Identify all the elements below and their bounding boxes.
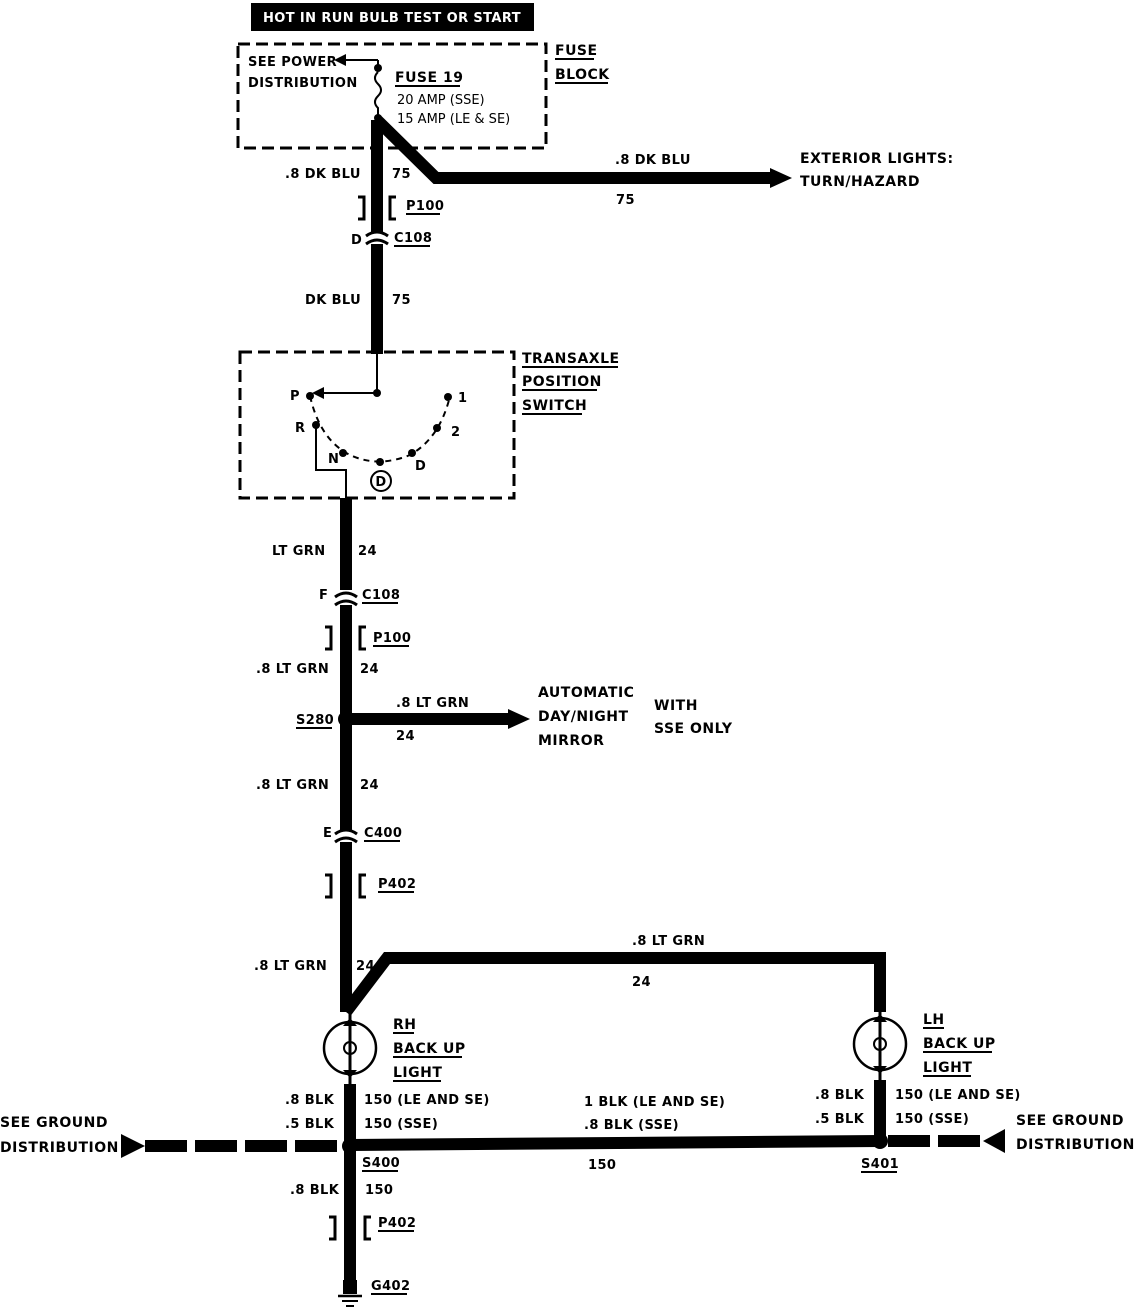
switch-label-3: SWITCH (522, 398, 587, 414)
fuse-icon (374, 71, 382, 120)
exterior-circuit-label: 75 (616, 193, 635, 208)
rh-label-3: LIGHT (393, 1065, 442, 1081)
c108-pin-d: D (351, 233, 362, 248)
fuse-block-label-2: BLOCK (555, 67, 610, 83)
fuse-rating-sse: 20 AMP (SSE) (397, 93, 485, 108)
switch-pos-d-circle: D (375, 475, 386, 490)
with-label-1: WITH (654, 698, 698, 714)
lh-backup-light (852, 1010, 908, 1080)
mid-wire2-label: .8 LT GRN (256, 662, 329, 677)
mirror-label-2: DAY/NIGHT (538, 709, 629, 725)
exterior-dest-2: TURN/HAZARD (800, 174, 920, 190)
mid-wire3-label: .8 LT GRN (256, 778, 329, 793)
fuse-name: FUSE 19 (395, 70, 463, 86)
lh-label-3: LIGHT (923, 1060, 972, 1076)
c400-pin-e: E (323, 826, 332, 841)
lh-label-2: BACK UP (923, 1036, 996, 1052)
wire-150-ground-bus (349, 1135, 881, 1151)
switch-d-circle (370, 470, 392, 492)
s400-label: S400 (362, 1156, 400, 1171)
see-power-2: DISTRIBUTION (248, 76, 358, 91)
top-wire1-label: .8 DK BLU (285, 167, 361, 182)
ground-right-1: SEE GROUND (1016, 1113, 1124, 1129)
lh-circ-sse: 150 (SSE) (895, 1112, 969, 1127)
lh-branch-wire-label: .8 LT GRN (632, 934, 705, 949)
mid-circuit2-label: 24 (360, 662, 379, 677)
mirror-label-3: MIRROR (538, 733, 604, 749)
c108-top-label: C108 (394, 231, 432, 246)
arrow-right-icon (508, 709, 530, 729)
g402-label: G402 (371, 1279, 410, 1294)
rh-label-1: RH (393, 1017, 417, 1033)
switch-pos-d: D (415, 459, 426, 474)
c108-pin-f: F (319, 588, 328, 603)
ground-left-1: SEE GROUND (0, 1115, 108, 1131)
p100-top-label: P100 (406, 199, 444, 214)
fuse-block-label-1: FUSE (555, 43, 598, 59)
switch-pos-2: 2 (451, 425, 460, 440)
ground-bottom-wire: .8 BLK (290, 1183, 340, 1198)
banner-box (251, 3, 534, 31)
mirror-wire-label: .8 LT GRN (396, 696, 469, 711)
mirror-label-1: AUTOMATIC (538, 685, 634, 701)
ground-mid-wire1: 1 BLK (LE AND SE) (584, 1095, 725, 1110)
ground-right-arrow-icon (983, 1129, 1005, 1153)
switch-contact-arrow-icon (312, 387, 324, 399)
mid-circuit4-label: 24 (356, 959, 375, 974)
rh-wire-le: .8 BLK (285, 1093, 335, 1108)
exterior-dest-1: EXTERIOR LIGHTS: (800, 151, 954, 167)
switch-pos-r: R (295, 421, 305, 436)
switch-label-2: POSITION (522, 374, 602, 390)
mid-circuit1-label: 24 (358, 544, 377, 559)
lh-wire-le: .8 BLK (815, 1088, 865, 1103)
switch-pos-1: 1 (458, 391, 467, 406)
rh-label-2: BACK UP (393, 1041, 466, 1057)
s280-label: S280 (296, 713, 334, 728)
transaxle-switch-box (238, 350, 516, 500)
switch-pos-p: P (290, 389, 300, 404)
wire-75-exterior (372, 115, 775, 184)
mid-wire4-label: .8 LT GRN (254, 959, 327, 974)
ground-right-2: DISTRIBUTION (1016, 1137, 1135, 1153)
rh-backup-light (322, 1012, 378, 1084)
ground-symbol-icon (338, 1280, 362, 1307)
ground-bottom-circuit: 150 (365, 1183, 393, 1198)
ground-left-arrow-icon (121, 1134, 145, 1158)
rh-circ-sse: 150 (SSE) (364, 1117, 438, 1132)
top-wire2-label: DK BLU (305, 293, 361, 308)
see-power-1: SEE POWER (248, 55, 337, 70)
top-circuit2-label: 75 (392, 293, 411, 308)
banner-text: HOT IN RUN BULB TEST OR START (263, 11, 521, 26)
mid-wire1-label: LT GRN (272, 544, 326, 559)
p402-top-label: P402 (378, 877, 416, 892)
splice-s401 (872, 1133, 888, 1149)
wire-24-lh-branch (341, 952, 886, 1016)
s401-label: S401 (861, 1157, 899, 1172)
c108-mid-label: C108 (362, 588, 400, 603)
with-label-2: SSE ONLY (654, 721, 733, 737)
arrow-right-icon (770, 168, 792, 188)
switch-pos-n: N (328, 452, 339, 467)
top-circuit1-label: 75 (392, 167, 411, 182)
arrow-left-icon (334, 54, 346, 66)
lh-circ-le: 150 (LE AND SE) (895, 1088, 1021, 1103)
rh-circ-le: 150 (LE AND SE) (364, 1093, 490, 1108)
c400-label: C400 (364, 826, 402, 841)
switch-label-1: TRANSAXLE (522, 351, 620, 367)
p402-bottom-label: P402 (378, 1216, 416, 1231)
ground-left-2: DISTRIBUTION (0, 1140, 119, 1156)
lh-branch-circuit-label: 24 (632, 975, 651, 990)
mid-circuit3-label: 24 (360, 778, 379, 793)
mirror-circuit-label: 24 (396, 729, 415, 744)
exterior-wire-label: .8 DK BLU (615, 153, 691, 168)
lh-wire-sse: .5 BLK (815, 1112, 865, 1127)
rh-wire-sse: .5 BLK (285, 1117, 335, 1132)
ground-mid-circuit: 150 (588, 1158, 616, 1173)
lh-label-1: LH (923, 1012, 945, 1028)
p100-mid-label: P100 (373, 631, 411, 646)
fuse-block-box (236, 42, 548, 150)
fuse-rating-le-se: 15 AMP (LE & SE) (397, 112, 510, 127)
ground-mid-wire2: .8 BLK (SSE) (584, 1118, 679, 1133)
